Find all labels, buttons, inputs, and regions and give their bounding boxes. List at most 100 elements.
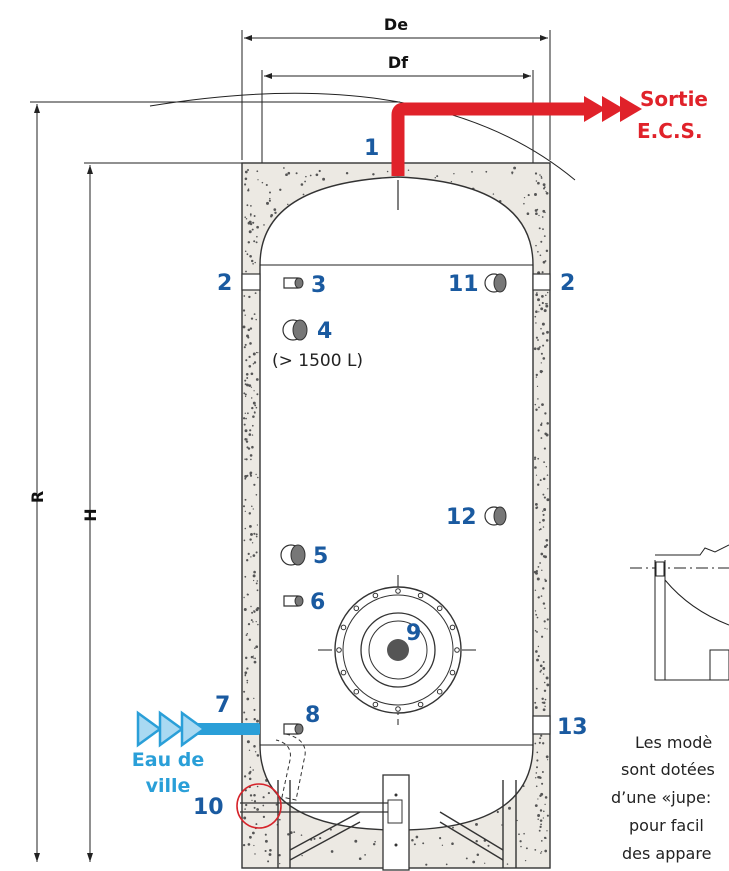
insulation-speckle xyxy=(244,183,247,186)
insulation-speckle xyxy=(535,408,538,412)
insulation-speckle xyxy=(269,197,271,200)
insulation-speckle xyxy=(541,403,544,406)
insulation-speckle xyxy=(252,621,254,623)
insulation-speckle xyxy=(253,697,255,700)
insulation-speckle xyxy=(542,673,545,675)
insulation-speckle xyxy=(492,193,495,195)
insulation-speckle xyxy=(253,806,256,809)
insulation-speckle xyxy=(536,577,540,581)
insulation-speckle xyxy=(546,422,549,425)
insulation-speckle xyxy=(252,263,254,265)
insulation-speckle xyxy=(305,175,307,178)
insulation-speckle xyxy=(287,203,289,206)
insulation-speckle xyxy=(372,173,375,176)
insulation-speckle xyxy=(246,383,249,387)
insulation-speckle xyxy=(534,804,538,807)
insulation-speckle xyxy=(544,803,546,806)
insulation-speckle xyxy=(255,473,257,476)
insulation-speckle xyxy=(516,819,518,822)
flange-bolt xyxy=(436,688,443,695)
insulation-speckle xyxy=(540,362,542,364)
insulation-speckle xyxy=(248,772,251,775)
insulation-speckle xyxy=(244,177,248,181)
insulation-speckle xyxy=(538,311,540,313)
insulation-speckle xyxy=(535,474,538,476)
insulation-speckle xyxy=(246,679,249,682)
insulation-speckle xyxy=(541,216,544,218)
insulation-speckle xyxy=(543,496,546,499)
insulation-speckle xyxy=(244,429,248,433)
insulation-speckle xyxy=(543,810,545,813)
flange-bolt xyxy=(372,592,379,599)
inlet-label-line2: ville xyxy=(146,775,191,797)
insulation-speckle xyxy=(543,235,546,237)
fitting-4 xyxy=(282,319,308,341)
insulation-speckle xyxy=(434,176,437,179)
outlet-label-line2: E.C.S. xyxy=(637,119,703,143)
flange-bolt xyxy=(436,605,443,612)
insulation-speckle xyxy=(250,259,254,263)
insulation-speckle xyxy=(540,307,544,311)
insulation-speckle xyxy=(538,406,540,409)
insulation-speckle xyxy=(542,183,546,187)
insulation-speckle xyxy=(246,697,250,701)
insulation-speckle xyxy=(251,611,254,614)
insulation-speckle xyxy=(252,831,255,835)
insulation-speckle xyxy=(546,814,549,817)
insulation-speckle xyxy=(244,475,248,478)
insulation-speckle xyxy=(243,295,246,297)
insulation-speckle xyxy=(535,373,538,377)
insulation-speckle xyxy=(508,806,511,810)
insulation-speckle xyxy=(542,701,546,704)
insulation-speckle xyxy=(543,447,546,450)
insulation-speckle xyxy=(264,849,267,853)
connection-number-13: 13 xyxy=(557,715,588,740)
insulation-speckle xyxy=(275,803,278,806)
fitting-8 xyxy=(275,723,306,801)
insulation-speckle xyxy=(534,193,537,196)
insulation-speckle xyxy=(245,217,248,220)
insulation-speckle xyxy=(537,181,540,185)
insulation-speckle xyxy=(253,313,256,316)
insulation-speckle xyxy=(253,215,256,217)
insulation-speckle xyxy=(246,667,249,670)
connection-number-2-right: 2 xyxy=(560,271,575,296)
insulation-speckle xyxy=(537,398,539,400)
insulation-speckle xyxy=(264,833,267,836)
insulation-speckle xyxy=(539,174,541,176)
dimension-de: De xyxy=(241,15,551,160)
insulation-speckle xyxy=(540,552,544,556)
insulation-speckle xyxy=(255,318,257,321)
insulation-speckle xyxy=(544,607,546,610)
insulation-speckle xyxy=(244,477,247,480)
insulation-speckle xyxy=(252,352,256,356)
insulation-speckle xyxy=(248,295,251,299)
insulation-speckle xyxy=(534,403,537,406)
insulation-speckle xyxy=(537,596,540,599)
insulation-speckle xyxy=(539,809,543,812)
insulation-speckle xyxy=(246,632,249,635)
insulation-speckle xyxy=(245,718,248,721)
insulation-speckle xyxy=(534,701,537,704)
insulation-speckle xyxy=(543,309,547,313)
insulation-speckle xyxy=(534,742,537,745)
insulation-speckle xyxy=(266,201,269,205)
insulation-speckle xyxy=(247,622,251,626)
insulation-speckle xyxy=(544,698,547,701)
insulation-speckle xyxy=(539,737,542,740)
insulation-speckle xyxy=(254,657,256,660)
insulation-speckle xyxy=(267,792,270,795)
insulation-speckle xyxy=(540,734,543,737)
insulation-speckle xyxy=(539,528,542,531)
insulation-speckle xyxy=(257,351,259,354)
insulation-speckle xyxy=(542,477,546,481)
insulation-speckle xyxy=(544,412,547,415)
cold-water-inlet-pipe xyxy=(136,710,260,748)
insulation-speckle xyxy=(534,458,536,461)
insulation-speckle xyxy=(250,605,252,608)
insulation-speckle xyxy=(545,304,549,308)
insulation-speckle xyxy=(248,777,252,781)
connection-number-9: 9 xyxy=(406,621,421,646)
insulation-speckle xyxy=(257,179,259,181)
insulation-speckle xyxy=(520,845,522,848)
